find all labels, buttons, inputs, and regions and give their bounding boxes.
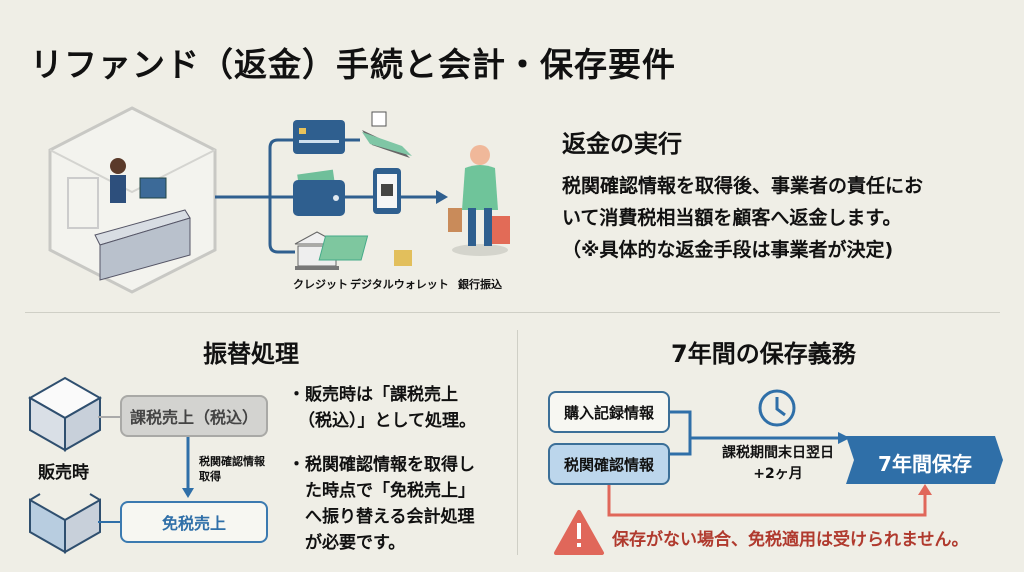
- transfer-bullet-1: ・販売時は「課税売上 （税込）」として処理。: [288, 382, 476, 434]
- method-label-digital-wallet: デジタルウォレット: [350, 278, 449, 291]
- bullet-line: へ振り替える会計処理: [305, 507, 475, 527]
- cash-coins-icon: [318, 235, 412, 266]
- arrow-right-icon: [838, 432, 850, 444]
- section-divider: [25, 312, 1000, 313]
- transfer-bullet-2: ・税関確認情報を取得し た時点で「免税売上」 へ振り替える会計処理 が必要です。: [288, 452, 475, 556]
- period-label-line: 課税期間末日翌日: [722, 445, 834, 461]
- transfer-arrow-label: 税関確認情報 取得: [199, 454, 265, 484]
- refund-body-line: 税関確認情報を取得後、事業者の責任にお: [562, 175, 924, 197]
- arrow-up-icon: [918, 484, 932, 495]
- retention-diagram: [554, 389, 1003, 555]
- refund-heading: 返金の実行: [562, 130, 682, 158]
- purchase-record-box: 購入記録情報: [548, 391, 670, 433]
- wallet-icon: [293, 169, 345, 216]
- column-divider: [517, 330, 518, 555]
- cube-icon: [27, 376, 103, 452]
- bullet-line: （税込）」として処理。: [298, 411, 476, 431]
- clock-icon: [758, 389, 796, 427]
- period-label: 課税期間末日翌日 +2ヶ月: [700, 443, 856, 485]
- refund-body: 税関確認情報を取得後、事業者の責任にお いて消費税相当額を顧客へ返金します。 （…: [562, 170, 923, 266]
- payment-terminal-icon: [362, 111, 412, 158]
- seven-year-retention-label: 7年間保存: [878, 452, 972, 476]
- warning-text: 保存がない場合、免税適用は受けられません。: [612, 530, 969, 550]
- result-chevron: [846, 436, 1003, 484]
- bullet-line: た時点で「免税売上」: [305, 481, 475, 501]
- period-label-line: +2ヶ月: [753, 466, 803, 482]
- refund-body-line: いて消費税相当額を顧客へ返金します。: [562, 207, 902, 229]
- bullet-line: が必要です。: [305, 533, 406, 553]
- warning-icon: [554, 510, 604, 555]
- refund-illustration: [48, 106, 510, 294]
- bullet-line: ・税関確認情報を取得し: [288, 455, 475, 475]
- credit-card-icon: [293, 120, 345, 154]
- at-sale-label: 販売時: [38, 463, 89, 483]
- smartphone-qr-icon: [373, 168, 401, 214]
- transfer-diagram: [27, 376, 194, 554]
- customs-confirmation-box: 税関確認情報: [548, 443, 670, 485]
- arrow-down-icon: [182, 488, 194, 498]
- arrow-label-line: 税関確認情報: [199, 455, 265, 468]
- retention-heading: 7年間の保存義務: [671, 340, 856, 368]
- store-counter-icon: [48, 106, 217, 294]
- exempt-sales-box: 免税売上: [120, 501, 268, 543]
- open-box-icon: [29, 493, 101, 554]
- transfer-heading: 振替処理: [203, 340, 299, 368]
- bullet-line: ・販売時は「課税売上: [288, 385, 458, 405]
- arrow-label-line: 取得: [199, 470, 221, 483]
- method-label-credit: クレジット: [293, 278, 348, 291]
- customer-with-bags-icon: [448, 145, 510, 256]
- method-label-bank-transfer: 銀行振込: [458, 278, 502, 291]
- page-title: リファンド（返金）手続と会計・保存要件: [30, 45, 676, 84]
- refund-body-line: （※具体的な返金手段は事業者が決定): [562, 239, 894, 261]
- arrow-icon: [436, 190, 448, 204]
- taxable-sales-box: 課税売上（税込）: [120, 395, 268, 437]
